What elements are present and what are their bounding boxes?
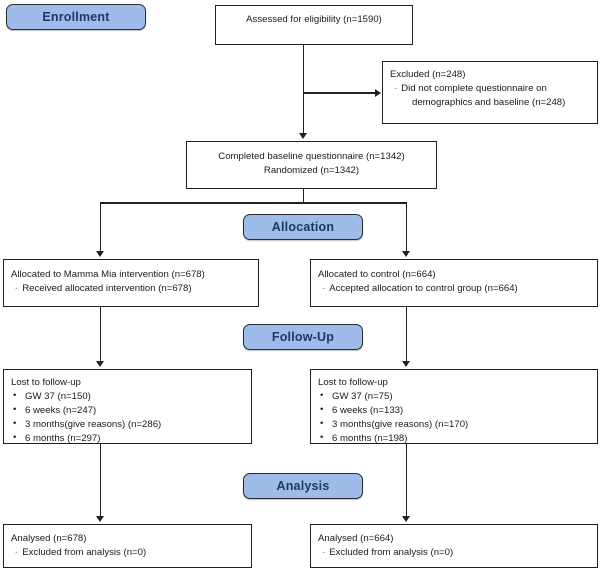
alloc-control-line-2: Accepted allocation to control group (n=… <box>318 282 590 296</box>
box-allocated-control: Allocated to control (n=664) Accepted al… <box>310 259 598 307</box>
excluded-line-2: Did not complete questionnaire on <box>390 82 590 96</box>
connector-alloc-to-lost-right <box>405 307 408 363</box>
connector-to-excluded <box>302 92 377 94</box>
excluded-line-1: Excluded (n=248) <box>390 69 466 80</box>
lost-intervention-item-1: GW 37 (n=150) <box>11 389 244 404</box>
lost-intervention-item-2: 6 weeks (n=247) <box>11 403 244 418</box>
assessed-line-1: Assessed for eligibility (n=1590) <box>246 14 382 25</box>
lost-intervention-header: Lost to follow-up <box>11 377 81 388</box>
baseline-line-1: Completed baseline questionnaire (n=1342… <box>218 151 405 162</box>
alloc-intervention-line-1: Allocated to Mamma Mia intervention (n=6… <box>11 269 205 280</box>
connector-assessed-to-baseline <box>302 45 305 135</box>
banner-followup-label: Follow-Up <box>271 330 335 344</box>
arrowhead-excluded <box>375 88 381 97</box>
connector-alloc-to-lost-left <box>99 307 102 363</box>
banner-allocation: Allocation <box>243 214 363 240</box>
banner-analysis: Analysis <box>243 473 363 499</box>
banner-allocation-label: Allocation <box>271 220 335 234</box>
alloc-intervention-line-2: Received allocated intervention (n=678) <box>11 282 251 296</box>
lost-intervention-item-3: 3 months(give reasons) (n=286) <box>11 417 244 432</box>
box-analysed-control: Analysed (n=664) Excluded from analysis … <box>310 524 598 568</box>
connector-split-right <box>405 202 408 253</box>
connector-lost-to-analysed-left <box>99 444 102 518</box>
lost-intervention-item-4: 6 months (n=297) <box>11 431 244 446</box>
banner-analysis-label: Analysis <box>276 479 330 493</box>
lost-control-item-3: 3 months(give reasons) (n=170) <box>318 417 590 432</box>
analysed-control-line-2: Excluded from analysis (n=0) <box>318 546 590 560</box>
box-allocated-intervention: Allocated to Mamma Mia intervention (n=6… <box>3 259 259 307</box>
connector-randomized-split <box>100 202 407 204</box>
analysed-intervention-line-2: Excluded from analysis (n=0) <box>11 546 244 560</box>
connector-split-left <box>99 202 102 253</box>
banner-enrollment-label: Enrollment <box>42 10 110 24</box>
box-lost-followup-control: Lost to follow-up GW 37 (n=75) 6 weeks (… <box>310 369 598 446</box>
lost-control-header: Lost to follow-up <box>318 377 388 388</box>
arrowhead-alloc-control <box>402 251 410 257</box>
baseline-line-2: Randomized (n=1342) <box>263 164 360 176</box>
lost-control-item-1: GW 37 (n=75) <box>318 389 590 404</box>
banner-enrollment: Enrollment <box>6 4 146 30</box>
arrowhead-lost-intervention <box>96 361 104 367</box>
connector-randomized-stem <box>302 189 305 203</box>
box-analysed-intervention: Analysed (n=678) Excluded from analysis … <box>3 524 252 568</box>
box-baseline-randomized: Completed baseline questionnaire (n=1342… <box>186 141 437 189</box>
analysed-control-line-1: Analysed (n=664) <box>318 533 394 544</box>
arrowhead-analysed-control <box>402 516 410 522</box>
arrowhead-baseline <box>299 133 307 139</box>
analysed-intervention-line-1: Analysed (n=678) <box>11 533 87 544</box>
arrowhead-lost-control <box>402 361 410 367</box>
connector-lost-to-analysed-right <box>405 444 408 518</box>
lost-control-item-4: 6 months (n=198) <box>318 431 590 446</box>
alloc-control-line-1: Allocated to control (n=664) <box>318 269 436 280</box>
arrowhead-analysed-intervention <box>96 516 104 522</box>
box-lost-followup-intervention: Lost to follow-up GW 37 (n=150) 6 weeks … <box>3 369 252 446</box>
arrowhead-alloc-intervention <box>96 251 104 257</box>
lost-control-item-2: 6 weeks (n=133) <box>318 403 590 418</box>
excluded-line-3: demographics and baseline (n=248) <box>412 96 566 108</box>
box-assessed-for-eligibility: Assessed for eligibility (n=1590) <box>215 5 413 45</box>
banner-followup: Follow-Up <box>243 324 363 350</box>
box-excluded: Excluded (n=248) Did not complete questi… <box>382 61 598 124</box>
